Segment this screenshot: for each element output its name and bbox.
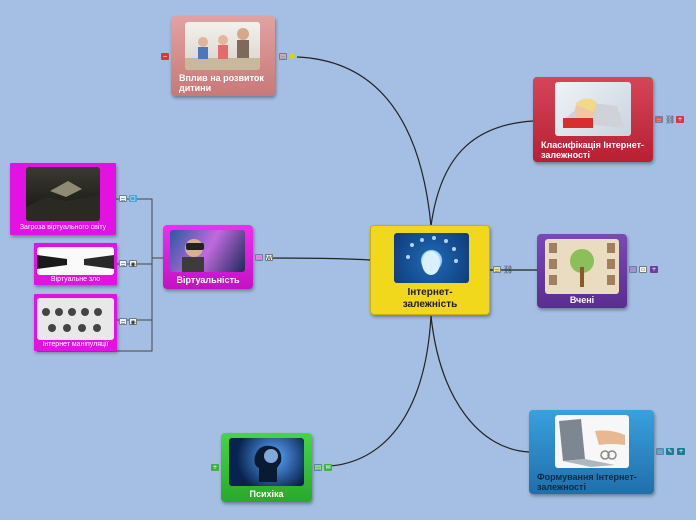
- expand-icon[interactable]: +: [676, 116, 684, 123]
- topic-formuvannia[interactable]: Формування Інтернет-залежності: [529, 410, 654, 494]
- subtopic-zahroza-label: Загроза віртуального світу: [19, 224, 107, 231]
- expand-icon[interactable]: +: [677, 448, 685, 455]
- topic-psykhika-label: Психіка: [249, 489, 284, 499]
- topic-klasyfikatsiia-label: Класифікація Інтернет-залежності: [541, 140, 644, 160]
- central-topic-image: [394, 233, 469, 283]
- link-icon[interactable]: ●: [288, 52, 296, 60]
- subtopic-internet-manipuliatsii-label: Інтернет маніпуляції: [42, 341, 109, 348]
- note-icon[interactable]: [279, 53, 287, 60]
- manipulation-crowd-image: [37, 298, 114, 340]
- topic-klasyfikatsiia[interactable]: Класифікація Інтернет-залежності: [533, 77, 653, 162]
- subtopic-virtualne-zlo-label: Віртуальне зло: [50, 276, 101, 283]
- topic-vplyv-label: Вплив на розвиток дитини: [179, 73, 264, 93]
- topic-formuvannia-label: Формування Інтернет-залежності: [537, 472, 637, 492]
- note-icon[interactable]: [119, 195, 127, 202]
- scientists-tree-image: [545, 239, 619, 294]
- central-topic[interactable]: Інтернет- залежність: [370, 225, 490, 315]
- note-icon[interactable]: [119, 260, 127, 267]
- note-icon[interactable]: [655, 116, 663, 123]
- topic-virtualnist-label: Віртуальність: [176, 275, 240, 285]
- image-icon[interactable]: ▢: [129, 195, 137, 202]
- note-icon[interactable]: [119, 318, 127, 325]
- image-icon[interactable]: ▭: [639, 266, 647, 273]
- image-icon[interactable]: W: [265, 254, 273, 262]
- central-topic-label: Інтернет- залежність: [402, 287, 458, 310]
- attachment-icon[interactable]: ✎: [666, 448, 674, 455]
- children-playing-image: [185, 22, 260, 70]
- note-icon[interactable]: [255, 254, 263, 261]
- child-sleeping-laptop-image: [555, 82, 631, 136]
- image-icon[interactable]: ◉: [129, 318, 137, 326]
- subtopic-virtualne-zlo[interactable]: Віртуальне зло: [34, 243, 117, 285]
- subtopic-internet-manipuliatsii[interactable]: Інтернет маніпуляції: [34, 294, 117, 351]
- topic-psykhika[interactable]: Психіка: [221, 433, 312, 502]
- note-icon[interactable]: [493, 266, 501, 273]
- hands-reaching-image: [37, 247, 114, 275]
- topic-vplyv[interactable]: Вплив на розвиток дитини: [171, 16, 275, 96]
- dark-landscape-image: [26, 167, 100, 221]
- brain-head-image: [229, 438, 304, 486]
- note-icon[interactable]: [629, 266, 637, 273]
- attachment-icon[interactable]: ✉: [324, 464, 332, 471]
- topic-virtualnist[interactable]: Віртуальність: [163, 225, 253, 289]
- expand-icon[interactable]: −: [161, 53, 169, 60]
- subtopic-zahroza[interactable]: Загроза віртуального світу: [10, 163, 116, 235]
- topic-vcheni-label: Вчені: [569, 295, 595, 305]
- link-icon[interactable]: ⛓: [665, 115, 676, 124]
- note-icon[interactable]: [314, 464, 322, 471]
- expand-icon[interactable]: +: [650, 266, 658, 273]
- vr-headset-image: [170, 230, 245, 272]
- expand-icon[interactable]: +: [211, 464, 219, 471]
- image-icon[interactable]: ◉: [129, 260, 137, 268]
- link-icon[interactable]: ⛓: [503, 265, 514, 274]
- topic-vcheni[interactable]: Вчені: [537, 234, 627, 308]
- note-icon[interactable]: [656, 448, 664, 455]
- laptop-chained-hand-image: [555, 415, 629, 468]
